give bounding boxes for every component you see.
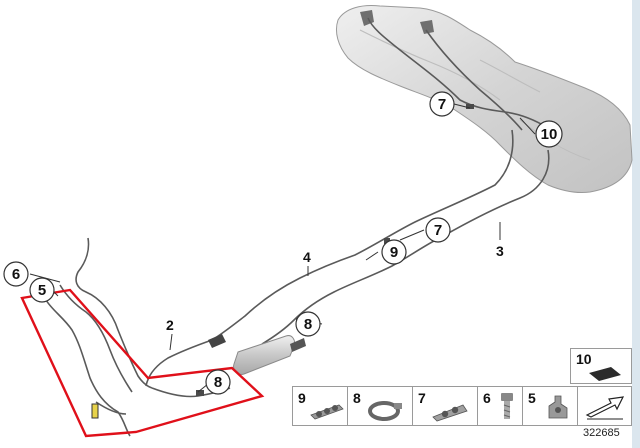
highlight-outline bbox=[20, 288, 265, 438]
svg-text:10: 10 bbox=[541, 126, 558, 143]
reference-number: 322685 bbox=[583, 427, 620, 439]
clip-strip-icon bbox=[310, 404, 344, 420]
callout-7-top: 7 bbox=[429, 91, 455, 117]
callout-5: 5 bbox=[29, 277, 55, 303]
legend-item-8: 8 bbox=[348, 387, 413, 425]
tank-line-upper bbox=[367, 17, 549, 129]
legend-item-9: 9 bbox=[293, 387, 348, 425]
legend-item-6: 6 bbox=[478, 387, 523, 425]
legend-item-7: 7 bbox=[413, 387, 478, 425]
legend-num-7: 7 bbox=[418, 390, 426, 406]
callout-6: 6 bbox=[3, 261, 29, 287]
legend-num-8: 8 bbox=[353, 390, 361, 406]
connector-9 bbox=[384, 238, 390, 244]
connector-7-top bbox=[466, 104, 474, 109]
legend-row: 9 8 7 6 bbox=[292, 386, 632, 426]
legend-item-arrow bbox=[578, 387, 632, 425]
line-lower-inner bbox=[45, 299, 131, 437]
legend-num-6: 6 bbox=[483, 390, 491, 406]
hose-clamp-icon bbox=[368, 401, 402, 421]
callout-9: 9 bbox=[381, 239, 407, 265]
connectors bbox=[91, 104, 474, 419]
foam-pad-icon bbox=[589, 367, 621, 381]
feed-line-4 bbox=[211, 129, 514, 341]
svg-text:8: 8 bbox=[214, 374, 222, 391]
connector-8-low bbox=[196, 390, 204, 396]
label-3: 3 bbox=[496, 243, 504, 259]
legend-item-10: 10 bbox=[570, 348, 632, 384]
callout-7-mid: 7 bbox=[425, 217, 451, 243]
legend-item-5: 5 bbox=[523, 387, 578, 425]
label-4: 4 bbox=[303, 249, 311, 265]
svg-text:7: 7 bbox=[438, 96, 446, 113]
holder-clip-icon bbox=[548, 395, 568, 419]
svg-text:7: 7 bbox=[434, 222, 442, 239]
bolt-icon bbox=[501, 393, 513, 419]
svg-text:5: 5 bbox=[38, 282, 46, 299]
line-2-upper bbox=[145, 339, 213, 387]
svg-text:8: 8 bbox=[304, 316, 312, 333]
tank-line-lower bbox=[425, 29, 523, 131]
marker-tag bbox=[91, 403, 99, 419]
svg-text:6: 6 bbox=[12, 266, 20, 283]
callout-10: 10 bbox=[535, 120, 563, 148]
callout-8-mid: 8 bbox=[295, 311, 321, 337]
line-5-path bbox=[59, 284, 133, 393]
line-lower-stub bbox=[95, 401, 127, 415]
double-clip-icon bbox=[432, 404, 468, 422]
callout-8-low: 8 bbox=[205, 369, 231, 395]
legend-num-9: 9 bbox=[298, 390, 306, 406]
label-2: 2 bbox=[166, 317, 174, 333]
scroll-edge bbox=[632, 0, 640, 448]
legend-num-10: 10 bbox=[576, 351, 592, 367]
line-2-left bbox=[75, 237, 153, 389]
arrow-icon bbox=[585, 396, 625, 420]
svg-text:9: 9 bbox=[390, 244, 398, 261]
legend-num-5: 5 bbox=[528, 390, 536, 406]
